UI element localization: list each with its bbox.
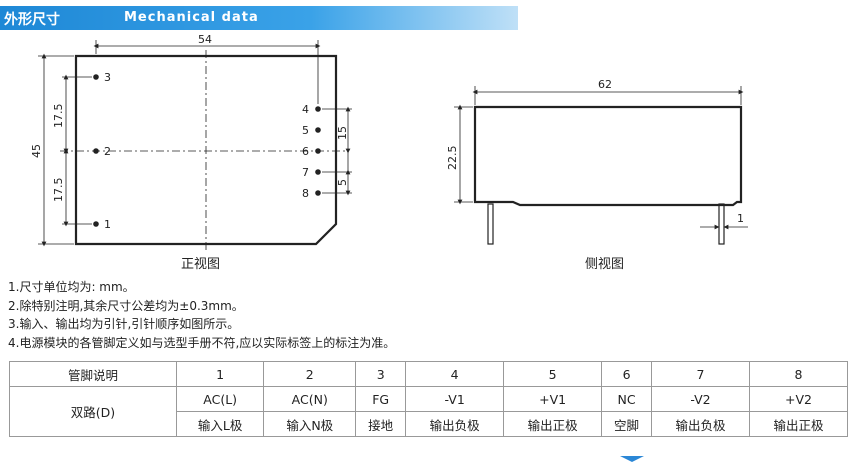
note-item: 3.输入、输出均为引针,引针顺序如图所示。 (8, 317, 240, 331)
pin-function: 接地 (355, 411, 407, 437)
pin-6-dot (315, 148, 321, 154)
side-outline (473, 105, 743, 207)
note-item: 2.除特别注明,其余尺寸公差均为±0.3mm。 (8, 298, 244, 313)
pin-1-dot (93, 221, 99, 227)
section-title-cn: 外形尺寸 (4, 12, 60, 28)
pin-signal: -V1 (405, 386, 505, 412)
pin-label-4: 4 (302, 103, 309, 116)
row-label: 双路(D) (9, 386, 177, 437)
pin-signal: NC (601, 386, 653, 412)
dim-width-label: 54 (198, 33, 212, 46)
front-pins (93, 74, 321, 227)
pin-signal: -V2 (651, 386, 750, 412)
dim-lower-label: 17.5 (52, 178, 65, 203)
pin-number: 3 (355, 361, 407, 387)
pin-function: 输出负极 (405, 411, 505, 437)
pin-label-8: 8 (302, 187, 309, 200)
side-view-caption: 侧视图 (585, 257, 624, 272)
pin-table: 管脚说明 1 2 3 4 5 6 7 8 双路(D) AC(L) AC(N) F… (9, 361, 849, 437)
pin-5-dot (315, 127, 321, 133)
pin-label-7: 7 (302, 166, 309, 179)
page-down-arrow-icon (620, 456, 644, 462)
pin-signal: AC(L) (175, 386, 265, 412)
pin-number: 8 (748, 361, 849, 387)
table-header-row: 管脚说明 1 2 3 4 5 6 7 8 (9, 361, 849, 387)
dim-upper-label: 17.5 (52, 104, 65, 129)
front-view-caption: 正视图 (181, 257, 220, 272)
pin-function: 输出正极 (503, 411, 603, 437)
pin-number: 2 (263, 361, 357, 387)
pin-function: 输出负极 (651, 411, 750, 437)
table-row: 双路(D) AC(L) AC(N) FG -V1 +V1 NC -V2 +V2 (9, 386, 849, 437)
pin-8-dot (315, 190, 321, 196)
pin-7-dot (315, 169, 321, 175)
dim-span-label: 15 (336, 126, 349, 140)
pin-4-dot (315, 106, 321, 112)
dim-pitch-label: 5 (336, 179, 349, 186)
mechanical-drawing: 3 2 1 4 5 6 7 8 54 45 17.5 17.5 15 5 正视图… (30, 33, 748, 272)
pin-label-6: 6 (302, 145, 309, 158)
side-right-pin (718, 203, 725, 245)
pin-signal: +V1 (503, 386, 603, 412)
dim-side-height-label: 22.5 (446, 146, 459, 171)
pin-number: 6 (601, 361, 653, 387)
section-title-en: Mechanical data (124, 10, 259, 25)
notes: 1.尺寸单位均为: mm。 2.除特别注明,其余尺寸公差均为±0.3mm。 3.… (8, 278, 395, 352)
pin-function: 输出正极 (748, 411, 849, 437)
side-view (454, 86, 748, 245)
pin-function: 输入N极 (263, 411, 357, 437)
side-left-pin (487, 203, 494, 245)
dim-height-label: 45 (30, 144, 43, 158)
pin-number: 1 (175, 361, 265, 387)
pin-label-2: 2 (104, 145, 111, 158)
table-row: 输入L极 输入N极 接地 输出负极 输出正极 空脚 输出负极 输出正极 (10, 411, 849, 437)
section-header: 外形尺寸 Mechanical data (0, 6, 518, 30)
note-item: 1.尺寸单位均为: mm。 (8, 280, 135, 294)
front-view (38, 40, 352, 252)
pin-signal: FG (355, 386, 407, 412)
pin-2-dot (93, 148, 99, 154)
pin-function: 空脚 (601, 411, 653, 437)
front-outline (74, 54, 338, 246)
pin-3-dot (93, 74, 99, 80)
pin-number: 4 (405, 361, 505, 387)
pin-signal: +V2 (748, 386, 849, 412)
pin-label-5: 5 (302, 124, 309, 137)
pin-label-1: 1 (104, 218, 111, 231)
table-header-label: 管脚说明 (9, 361, 177, 387)
pin-function: 输入L极 (175, 411, 265, 437)
dim-length-label: 62 (598, 78, 612, 91)
dim-pin-label: 1 (737, 212, 744, 225)
note-item: 4.电源模块的各管脚定义如与选型手册不符,应以实际标签上的标注为准。 (8, 335, 396, 350)
pin-label-3: 3 (104, 71, 111, 84)
pin-number: 7 (651, 361, 750, 387)
pin-number: 5 (503, 361, 603, 387)
pin-signal: AC(N) (263, 386, 357, 412)
